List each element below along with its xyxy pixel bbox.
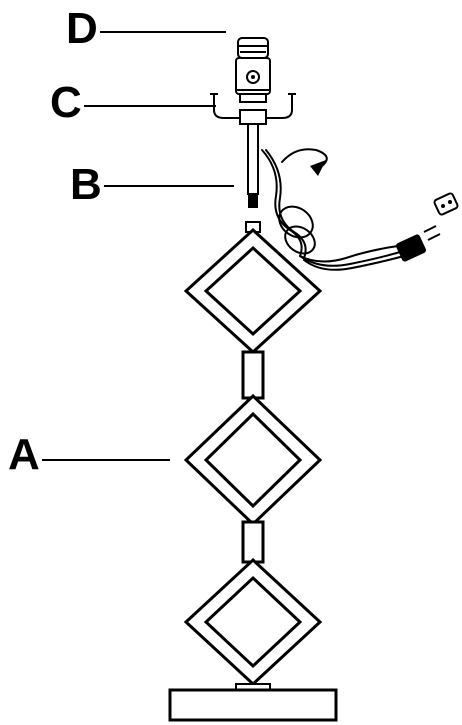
callout-b: B xyxy=(70,160,234,209)
adapter-body xyxy=(433,192,459,216)
threaded-rod-part-b xyxy=(247,123,259,208)
socket-base-collar xyxy=(239,93,267,103)
diamond-frame-1 xyxy=(183,227,323,355)
harp-left-arm xyxy=(213,93,241,119)
callout-d: D xyxy=(66,4,226,53)
power-plug xyxy=(395,225,441,262)
link-1 xyxy=(241,350,265,400)
socket-part-d xyxy=(235,37,271,103)
link-2 xyxy=(241,520,265,564)
power-cord xyxy=(261,149,405,271)
callout-c: C xyxy=(50,78,216,127)
rotate-arrow-icon xyxy=(281,148,328,176)
base-plate xyxy=(168,688,338,722)
lamp-body-part-a xyxy=(168,221,338,722)
plug-body xyxy=(395,234,427,262)
harp-right-arm xyxy=(265,93,293,119)
callout-b-label: B xyxy=(70,160,102,209)
callout-a-label: A xyxy=(8,430,40,479)
diamond-frame-3 xyxy=(183,557,323,687)
callout-a: A xyxy=(8,430,170,479)
callout-d-label: D xyxy=(66,4,98,53)
socket-top-cap xyxy=(237,37,269,59)
rod-thread-end xyxy=(248,194,258,208)
harp-bracket-part-c xyxy=(210,93,296,125)
callout-c-label: C xyxy=(50,78,82,127)
harp-center-plate xyxy=(239,109,267,125)
rod-shaft xyxy=(247,123,259,195)
plug-adapter xyxy=(433,192,459,216)
diamond-frame-2 xyxy=(183,393,323,527)
